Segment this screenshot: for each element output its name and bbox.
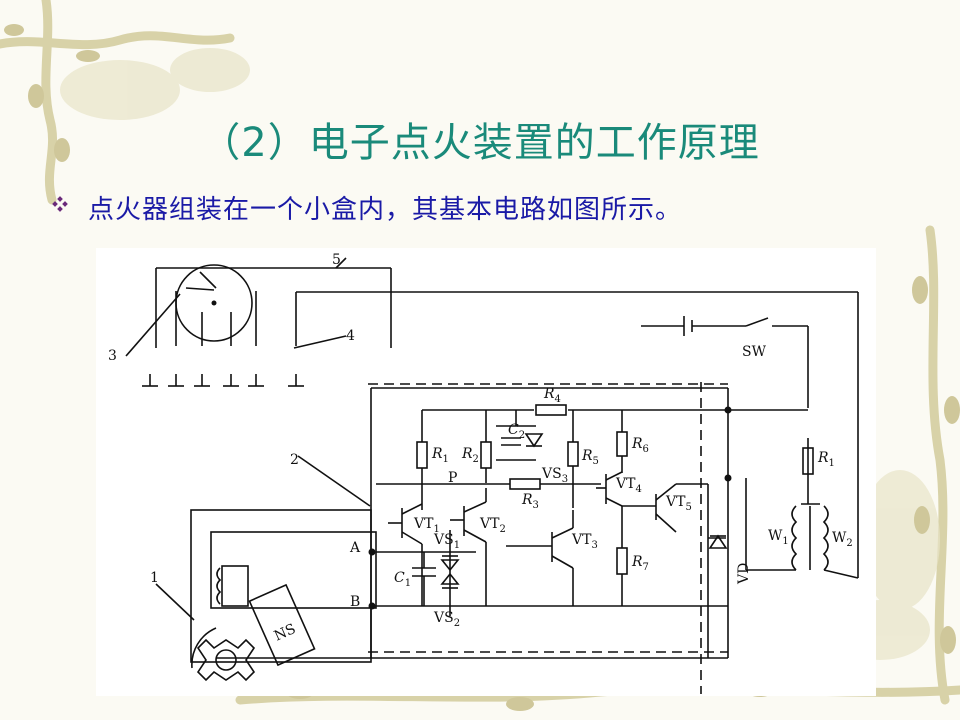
vs2-sub: 2 (454, 618, 460, 629)
vt3-label: VT (571, 532, 592, 548)
r1b-label: R (817, 450, 829, 466)
c1-sub: 1 (405, 578, 411, 589)
svg-text:R2: R2 (461, 446, 479, 465)
c2-label: C (508, 422, 519, 438)
diamond-cluster-icon (52, 196, 68, 212)
r3-sub: 3 (533, 500, 539, 511)
w1-label: W (768, 528, 783, 544)
r2-label: R (461, 446, 473, 462)
node-b-label: B (350, 594, 360, 610)
svg-text:VT1: VT1 (413, 516, 440, 535)
svg-text:R1: R1 (817, 450, 835, 469)
vt4-label: VT (615, 476, 636, 492)
vt2-label: VT (479, 516, 500, 532)
svg-text:R7: R7 (631, 554, 649, 573)
svg-text:R5: R5 (581, 448, 599, 467)
r3-label: R (521, 492, 533, 508)
svg-text:C1: C1 (394, 570, 411, 589)
sensor-label: NS (272, 621, 298, 645)
svg-text:VT5: VT5 (665, 494, 692, 513)
vs3-label: VS (541, 466, 562, 482)
w2-sub: 2 (846, 538, 852, 549)
vt3-sub: 3 (591, 540, 597, 551)
vt1-label: VT (413, 516, 434, 532)
r7-sub: 7 (643, 562, 649, 573)
svg-text:R4: R4 (543, 386, 561, 405)
w2-label: W (832, 530, 847, 546)
svg-text:VS3: VS3 (541, 466, 568, 485)
callout-5: 5 (332, 252, 341, 268)
c1-label: C (394, 570, 405, 586)
svg-text:VS2: VS2 (433, 610, 460, 629)
bullet-text: 点火器组装在一个小盒内，其基本电路如图所示。 (88, 195, 683, 225)
r1b-sub: 1 (829, 458, 835, 469)
svg-text:W2: W2 (832, 530, 853, 549)
c2-sub: 2 (519, 430, 525, 441)
svg-text:W1: W1 (768, 528, 789, 547)
r6-label: R (631, 436, 643, 452)
svg-text:C2: C2 (508, 422, 525, 441)
vt1-sub: 1 (433, 524, 439, 535)
callout-4: 4 (346, 328, 355, 344)
callout-2: 2 (290, 452, 299, 468)
vt2-sub: 2 (499, 524, 505, 535)
svg-text:R6: R6 (631, 436, 649, 455)
diode-label: VD (736, 563, 752, 585)
w1-sub: 1 (782, 536, 788, 547)
r6-sub: 6 (643, 444, 649, 455)
vs1-sub: 1 (454, 540, 460, 551)
vt4-sub: 4 (635, 484, 641, 495)
node-a-label: A (349, 540, 361, 556)
vt5-sub: 5 (685, 502, 691, 513)
ignition-circuit-diagram: 5 4 3 2 1 SW P A B NS VD R1 R2 R3 R4 R5 … (96, 248, 876, 696)
svg-text:VS1: VS1 (433, 532, 460, 551)
r1-sub: 1 (443, 454, 449, 465)
svg-text:R3: R3 (521, 492, 539, 511)
switch-label: SW (742, 344, 767, 360)
vs1-label: VS (433, 532, 454, 548)
svg-text:VT3: VT3 (571, 532, 598, 551)
vs3-sub: 3 (562, 474, 568, 485)
svg-text:R1: R1 (431, 446, 449, 465)
svg-text:VT2: VT2 (479, 516, 506, 535)
r2-sub: 2 (473, 454, 479, 465)
r5-sub: 5 (593, 456, 599, 467)
svg-text:VT4: VT4 (615, 476, 642, 495)
vt5-label: VT (665, 494, 686, 510)
vs2-label: VS (433, 610, 454, 626)
node-p-label: P (448, 470, 457, 486)
r7-label: R (631, 554, 643, 570)
slide-title: （2）电子点火装置的工作原理 (200, 120, 760, 166)
r4-label: R (543, 386, 555, 402)
callout-3: 3 (108, 348, 117, 364)
r4-sub: 4 (555, 394, 561, 405)
r5-label: R (581, 448, 593, 464)
callout-1: 1 (150, 570, 159, 586)
r1-label: R (431, 446, 443, 462)
